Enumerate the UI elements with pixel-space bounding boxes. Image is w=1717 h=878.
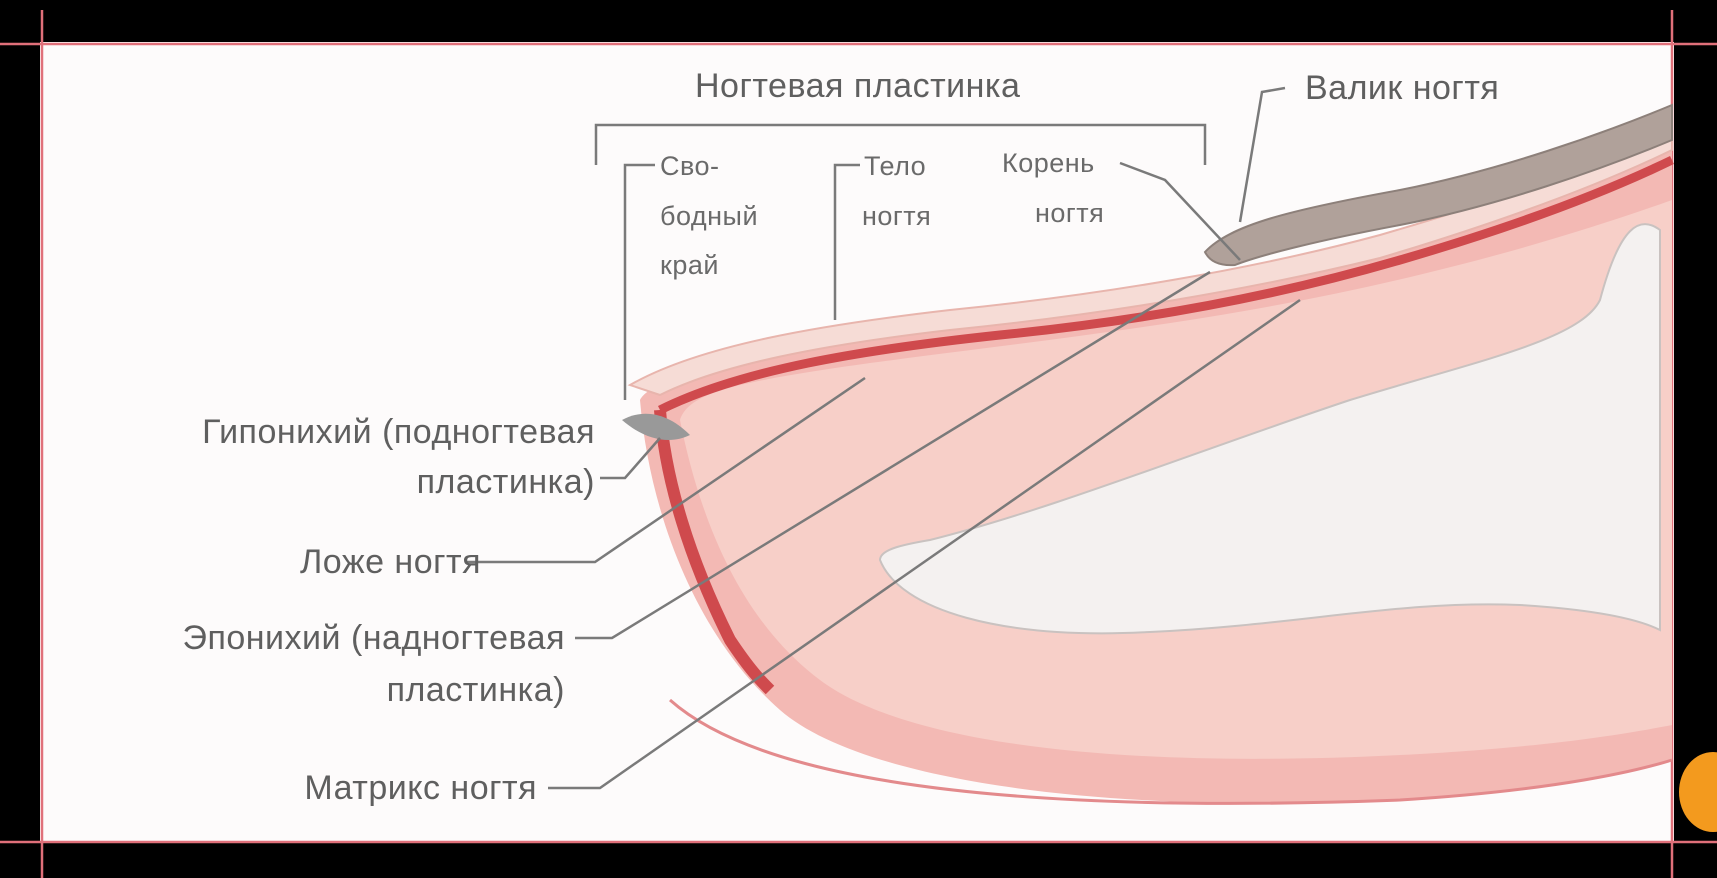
label-eponychium-line1: Эпонихий (надногтевая [183,614,566,662]
label-nail-root-line1: Корень [1002,144,1095,182]
label-nail-body-line1: Тело [864,147,926,185]
label-nail-body-line2: ногтя [862,197,931,235]
label-nail-fold: Валик ногтя [1305,64,1499,112]
label-nail-root-line2: ногтя [1035,194,1104,232]
label-matrix: Матрикс ногтя [304,764,537,812]
label-hyponychium-line1: Гипонихий (подногтевая [202,408,595,456]
label-free-edge-line2: бодный [660,197,758,235]
label-free-edge-line3: край [660,246,719,284]
label-free-edge-line1: Сво- [660,147,720,185]
label-eponychium-line2: пластинка) [387,666,565,714]
label-nail-bed: Ложе ногтя [300,538,481,586]
label-hyponychium-line2: пластинка) [417,458,595,506]
label-nail-plate: Ногтевая пластинка [695,62,1020,110]
